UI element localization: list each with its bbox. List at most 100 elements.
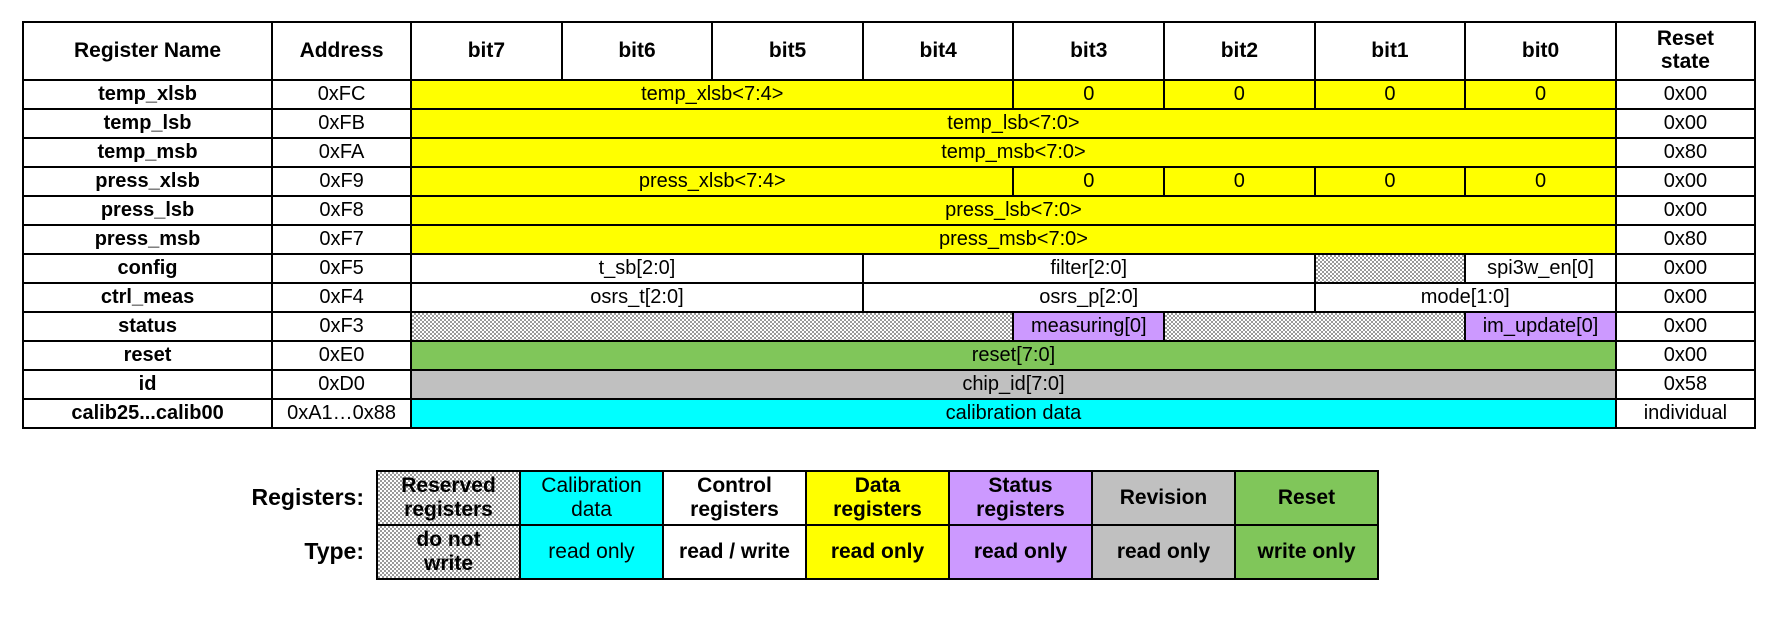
bit-field-cell: filter[2:0] bbox=[861, 253, 1316, 284]
legend-register-line1: Control bbox=[697, 474, 772, 498]
legend-register-line1: Calibration bbox=[541, 474, 642, 498]
legend-register-line1: Revision bbox=[1119, 486, 1208, 510]
register-address-cell: 0xF3 bbox=[271, 311, 413, 342]
reset-state-cell: 0x58 bbox=[1614, 369, 1757, 400]
reset-state-cell: 0x80 bbox=[1614, 137, 1757, 168]
legend-type-cell: read only bbox=[519, 524, 664, 580]
bit-field-cell: chip_id[7:0] bbox=[410, 369, 1617, 400]
reset-state-cell: 0x00 bbox=[1614, 166, 1757, 197]
legend-register-cell: Reset bbox=[1234, 470, 1379, 526]
header-bit3: bit3 bbox=[1012, 21, 1166, 81]
reset-state-cell: 0x00 bbox=[1614, 195, 1757, 226]
register-name-cell: status bbox=[21, 311, 274, 342]
register-name-cell: press_xlsb bbox=[21, 166, 274, 197]
reset-state-cell: 0x00 bbox=[1614, 79, 1757, 110]
reset-state-cell: 0x00 bbox=[1614, 340, 1757, 371]
reset-state-cell: 0x00 bbox=[1614, 253, 1757, 284]
register-name-cell: ctrl_meas bbox=[21, 282, 274, 313]
register-address-cell: 0xF8 bbox=[271, 195, 413, 226]
header-bit1: bit1 bbox=[1313, 21, 1467, 81]
register-map-table: Register Name Address bit7 bit6 bit5 bit… bbox=[21, 21, 1757, 429]
header-bit5: bit5 bbox=[711, 21, 864, 81]
legend-type-line1: read only bbox=[973, 540, 1068, 564]
legend-register-line1: Data bbox=[854, 474, 901, 498]
reset-state-cell: 0x00 bbox=[1614, 311, 1757, 342]
bit-field-cell: osrs_t[2:0] bbox=[410, 282, 864, 313]
register-address-cell: 0xFC bbox=[271, 79, 413, 110]
legend-register-line1: Status bbox=[988, 474, 1053, 498]
legend-type-cell: read / write bbox=[662, 524, 807, 580]
register-address-cell: 0xFB bbox=[271, 108, 413, 139]
legend-type-cell: read only bbox=[948, 524, 1093, 580]
header-reset-line2: state bbox=[1660, 50, 1710, 73]
bit-field-cell: 0 bbox=[1163, 79, 1316, 110]
bit-field-cell: 0 bbox=[1464, 166, 1617, 197]
legend-type-cell: read only bbox=[1091, 524, 1236, 580]
reset-state-cell: 0x00 bbox=[1614, 108, 1757, 139]
register-name-cell: press_msb bbox=[21, 224, 274, 255]
bit-field-cell: spi3w_en[0] bbox=[1464, 253, 1617, 284]
register-name-cell: press_lsb bbox=[21, 195, 274, 226]
bit-field-cell: temp_msb<7:0> bbox=[410, 137, 1617, 168]
legend-type-line1: read only bbox=[548, 540, 635, 564]
bit-field-cell: temp_xlsb<7:4> bbox=[410, 79, 1015, 110]
legend-label-type: Type: bbox=[304, 538, 364, 565]
bit-field-cell: 0 bbox=[1313, 166, 1467, 197]
legend-type-line1: do not bbox=[416, 528, 481, 552]
header-reset-line1: Reset bbox=[1656, 27, 1715, 51]
legend-type-line1: read only bbox=[830, 540, 925, 564]
register-address-cell: 0xD0 bbox=[271, 369, 413, 400]
register-name-cell: temp_msb bbox=[21, 137, 274, 168]
legend-type-line2: write bbox=[423, 552, 473, 575]
register-name-cell: reset bbox=[21, 340, 274, 371]
reset-state-cell: 0x00 bbox=[1614, 282, 1757, 313]
register-address-cell: 0xE0 bbox=[271, 340, 413, 371]
header-bit7: bit7 bbox=[410, 21, 563, 81]
legend-register-line1: Reset bbox=[1277, 486, 1336, 510]
legend-register-cell: Revision bbox=[1091, 470, 1236, 526]
header-address: Address bbox=[271, 21, 413, 81]
register-map-container: Register Name Address bit7 bit6 bit5 bit… bbox=[21, 21, 1757, 429]
legend-register-line2: data bbox=[571, 498, 612, 521]
register-name-cell: config bbox=[21, 253, 274, 284]
header-row: Register Name Address bit7 bit6 bit5 bit… bbox=[21, 21, 1757, 81]
bit-field-cell: press_xlsb<7:4> bbox=[410, 166, 1015, 197]
legend-register-line2: registers bbox=[404, 498, 493, 521]
bit-field-cell: im_update[0] bbox=[1464, 311, 1617, 342]
legend-register-line1: Reserved bbox=[401, 474, 496, 498]
legend-type-cell: read only bbox=[805, 524, 950, 580]
legend-type-cell: write only bbox=[1234, 524, 1379, 580]
legend-type-line1: write only bbox=[1257, 540, 1356, 564]
legend-type-line1: read / write bbox=[679, 540, 790, 564]
register-name-cell: calib25...calib00 bbox=[21, 398, 274, 429]
register-address-cell: 0xFA bbox=[271, 137, 413, 168]
legend-register-line2: registers bbox=[833, 498, 922, 521]
bit-field-cell: t_sb[2:0] bbox=[410, 253, 864, 284]
register-address-cell: 0xF4 bbox=[271, 282, 413, 313]
bit-field-cell: 0 bbox=[1464, 79, 1617, 110]
bit-field-cell: press_msb<7:0> bbox=[410, 224, 1617, 255]
bit-field-cell: temp_lsb<7:0> bbox=[410, 108, 1617, 139]
bit-field-cell: 0 bbox=[1012, 166, 1166, 197]
register-address-cell: 0xF7 bbox=[271, 224, 413, 255]
bit-field-cell: 0 bbox=[1012, 79, 1166, 110]
bit-field-cell: 0 bbox=[1163, 166, 1316, 197]
register-address-cell: 0xF5 bbox=[271, 253, 413, 284]
bit-field-cell: press_lsb<7:0> bbox=[410, 195, 1617, 226]
reserved-bit-cell bbox=[1163, 311, 1467, 342]
bit-field-cell: osrs_p[2:0] bbox=[861, 282, 1316, 313]
